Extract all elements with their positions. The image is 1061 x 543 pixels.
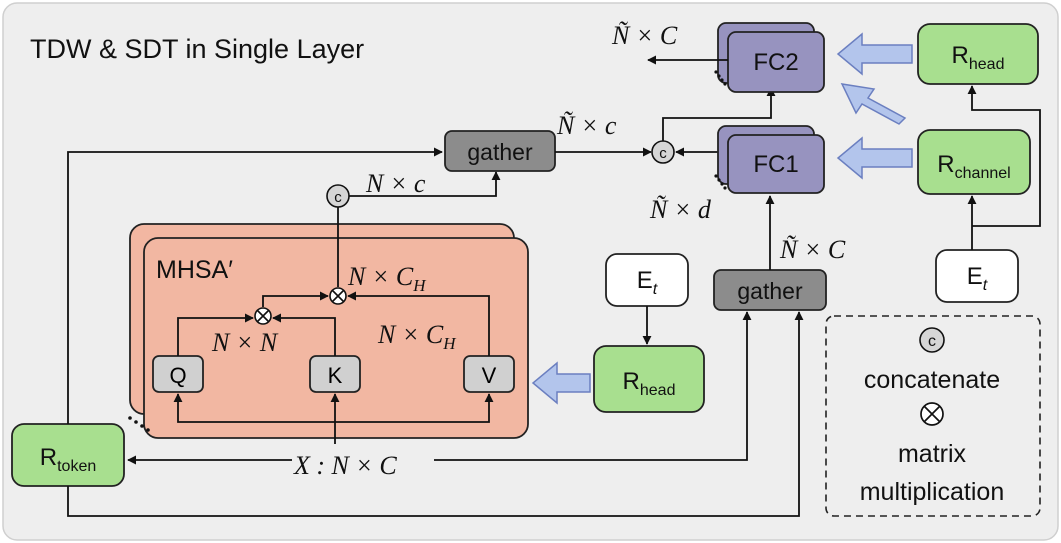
e-t-mid-label: Et bbox=[637, 267, 658, 298]
concat-right-icon: c bbox=[651, 140, 675, 164]
concat-to-fc2-arrow bbox=[662, 87, 776, 141]
svg-text:c: c bbox=[659, 145, 667, 162]
legend-matmul-label-1: matrix bbox=[898, 440, 967, 468]
gather-right-label: gather bbox=[737, 278, 803, 304]
fc2-label: FC2 bbox=[753, 49, 798, 76]
fc2-block bbox=[727, 31, 825, 93]
concat-to-gather-arrow bbox=[349, 171, 501, 197]
e-t-right-label: Et bbox=[967, 263, 988, 294]
r-token-block bbox=[11, 423, 125, 487]
label-n-x-d: Ñ × d bbox=[649, 195, 712, 224]
legend-matmul-icon bbox=[920, 402, 944, 426]
fat-arrow-head-to-fc2 bbox=[836, 32, 913, 76]
fc1-stack-dots bbox=[714, 174, 727, 190]
fc2-stack-dots bbox=[714, 70, 727, 86]
label-N-x-CH-lower: N × CH bbox=[377, 320, 457, 353]
label-x-input: X : N × C bbox=[293, 451, 397, 480]
mhsa-stack-dots bbox=[128, 416, 150, 432]
label-n-x-c-mid: Ñ × c bbox=[556, 111, 617, 140]
svg-text:c: c bbox=[334, 189, 342, 206]
fc1-block bbox=[727, 134, 825, 194]
r-channel-block bbox=[917, 129, 1031, 195]
label-N-x-N: N × N bbox=[211, 328, 279, 357]
matmul-qk-icon bbox=[254, 307, 272, 325]
mhsa-connections bbox=[173, 206, 494, 444]
matmul-v-icon bbox=[329, 287, 347, 305]
label-n-x-c-top: Ñ × C bbox=[611, 21, 678, 50]
diagram-title: TDW & SDT in Single Layer bbox=[30, 34, 364, 64]
k-label: K bbox=[328, 363, 343, 388]
fat-arrow-channel-to-fc2 bbox=[840, 83, 907, 125]
r-head-top-label: Rhead bbox=[952, 42, 1005, 73]
r-head-mid-label: Rhead bbox=[623, 368, 676, 399]
r-head-top-block bbox=[917, 23, 1039, 85]
fat-arrow-channel-to-fc1 bbox=[836, 136, 913, 180]
label-n-x-C-gather: Ñ × C bbox=[779, 235, 846, 264]
fat-arrow-head-to-v bbox=[531, 361, 591, 405]
token-routing-lines bbox=[67, 147, 804, 517]
legend-concat-label: concatenate bbox=[864, 366, 1000, 394]
fc1-label: FC1 bbox=[753, 151, 798, 178]
r-head-mid-block bbox=[593, 345, 705, 413]
r-token-label: Rtoken bbox=[40, 444, 96, 475]
svg-text:c: c bbox=[928, 333, 936, 350]
v-label: V bbox=[482, 363, 497, 388]
legend-matmul-label-2: multiplication bbox=[860, 478, 1005, 506]
label-N-x-CH-upper: N × CH bbox=[347, 262, 427, 295]
label-N-x-c: N × c bbox=[365, 169, 426, 198]
mhsa-block bbox=[143, 237, 529, 439]
gather-top-block bbox=[444, 130, 556, 172]
e-t-routing-arrows bbox=[967, 85, 1041, 250]
r-channel-label: Rchannel bbox=[937, 151, 1010, 182]
q-label: Q bbox=[169, 363, 186, 388]
mhsa-label: MHSA′ bbox=[156, 256, 233, 284]
concat-top-icon: c bbox=[326, 184, 350, 208]
legend-concat-icon: c bbox=[919, 327, 945, 353]
e-t-right-block bbox=[935, 249, 1019, 303]
legend-box bbox=[825, 315, 1041, 517]
gather-top-label: gather bbox=[467, 139, 533, 165]
